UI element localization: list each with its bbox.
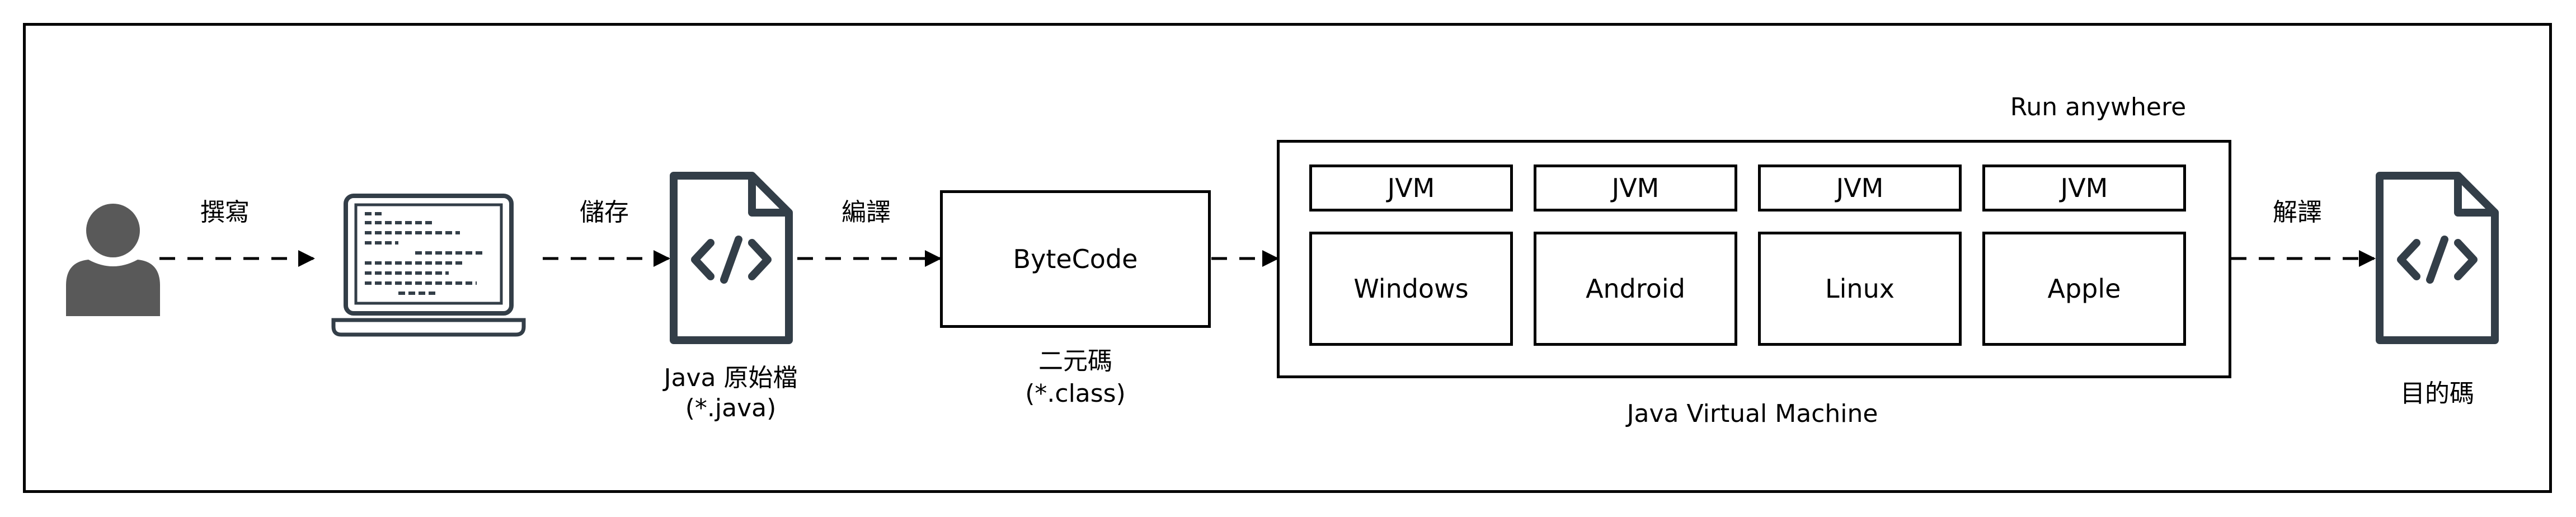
source-file-ext: (*.java) <box>685 394 777 422</box>
label-write: 撰寫 <box>200 198 250 227</box>
bytecode-box: ByteCode <box>940 190 1211 328</box>
diagram-frame <box>23 23 2552 493</box>
os-box-apple: Apple <box>1982 232 2186 346</box>
jvm-box-linux: JVM <box>1758 164 1962 212</box>
binary-name: 二元碼 <box>1038 347 1112 375</box>
os-box-android: Android <box>1534 232 1737 346</box>
os-box-linux: Linux <box>1758 232 1962 346</box>
run-anywhere-label: Run anywhere <box>2010 93 2187 121</box>
target-label: 目的碼 <box>2400 379 2474 408</box>
jvm-box-android: JVM <box>1534 164 1737 212</box>
label-compile: 編譯 <box>842 198 891 227</box>
binary-ext: (*.class) <box>1025 379 1126 408</box>
os-box-windows: Windows <box>1309 232 1513 346</box>
laptop-code-icon <box>331 194 526 337</box>
jvm-box-windows: JVM <box>1309 164 1513 212</box>
jvm-box-apple: JVM <box>1982 164 2186 212</box>
source-file-icon <box>670 172 793 344</box>
label-save: 儲存 <box>580 198 629 227</box>
target-file-icon <box>2376 172 2499 344</box>
label-interpret: 解譯 <box>2273 198 2322 227</box>
person-icon <box>66 204 160 316</box>
jvm-title: Java Virtual Machine <box>1627 400 1878 428</box>
source-file-name: Java 原始檔 <box>664 364 798 392</box>
